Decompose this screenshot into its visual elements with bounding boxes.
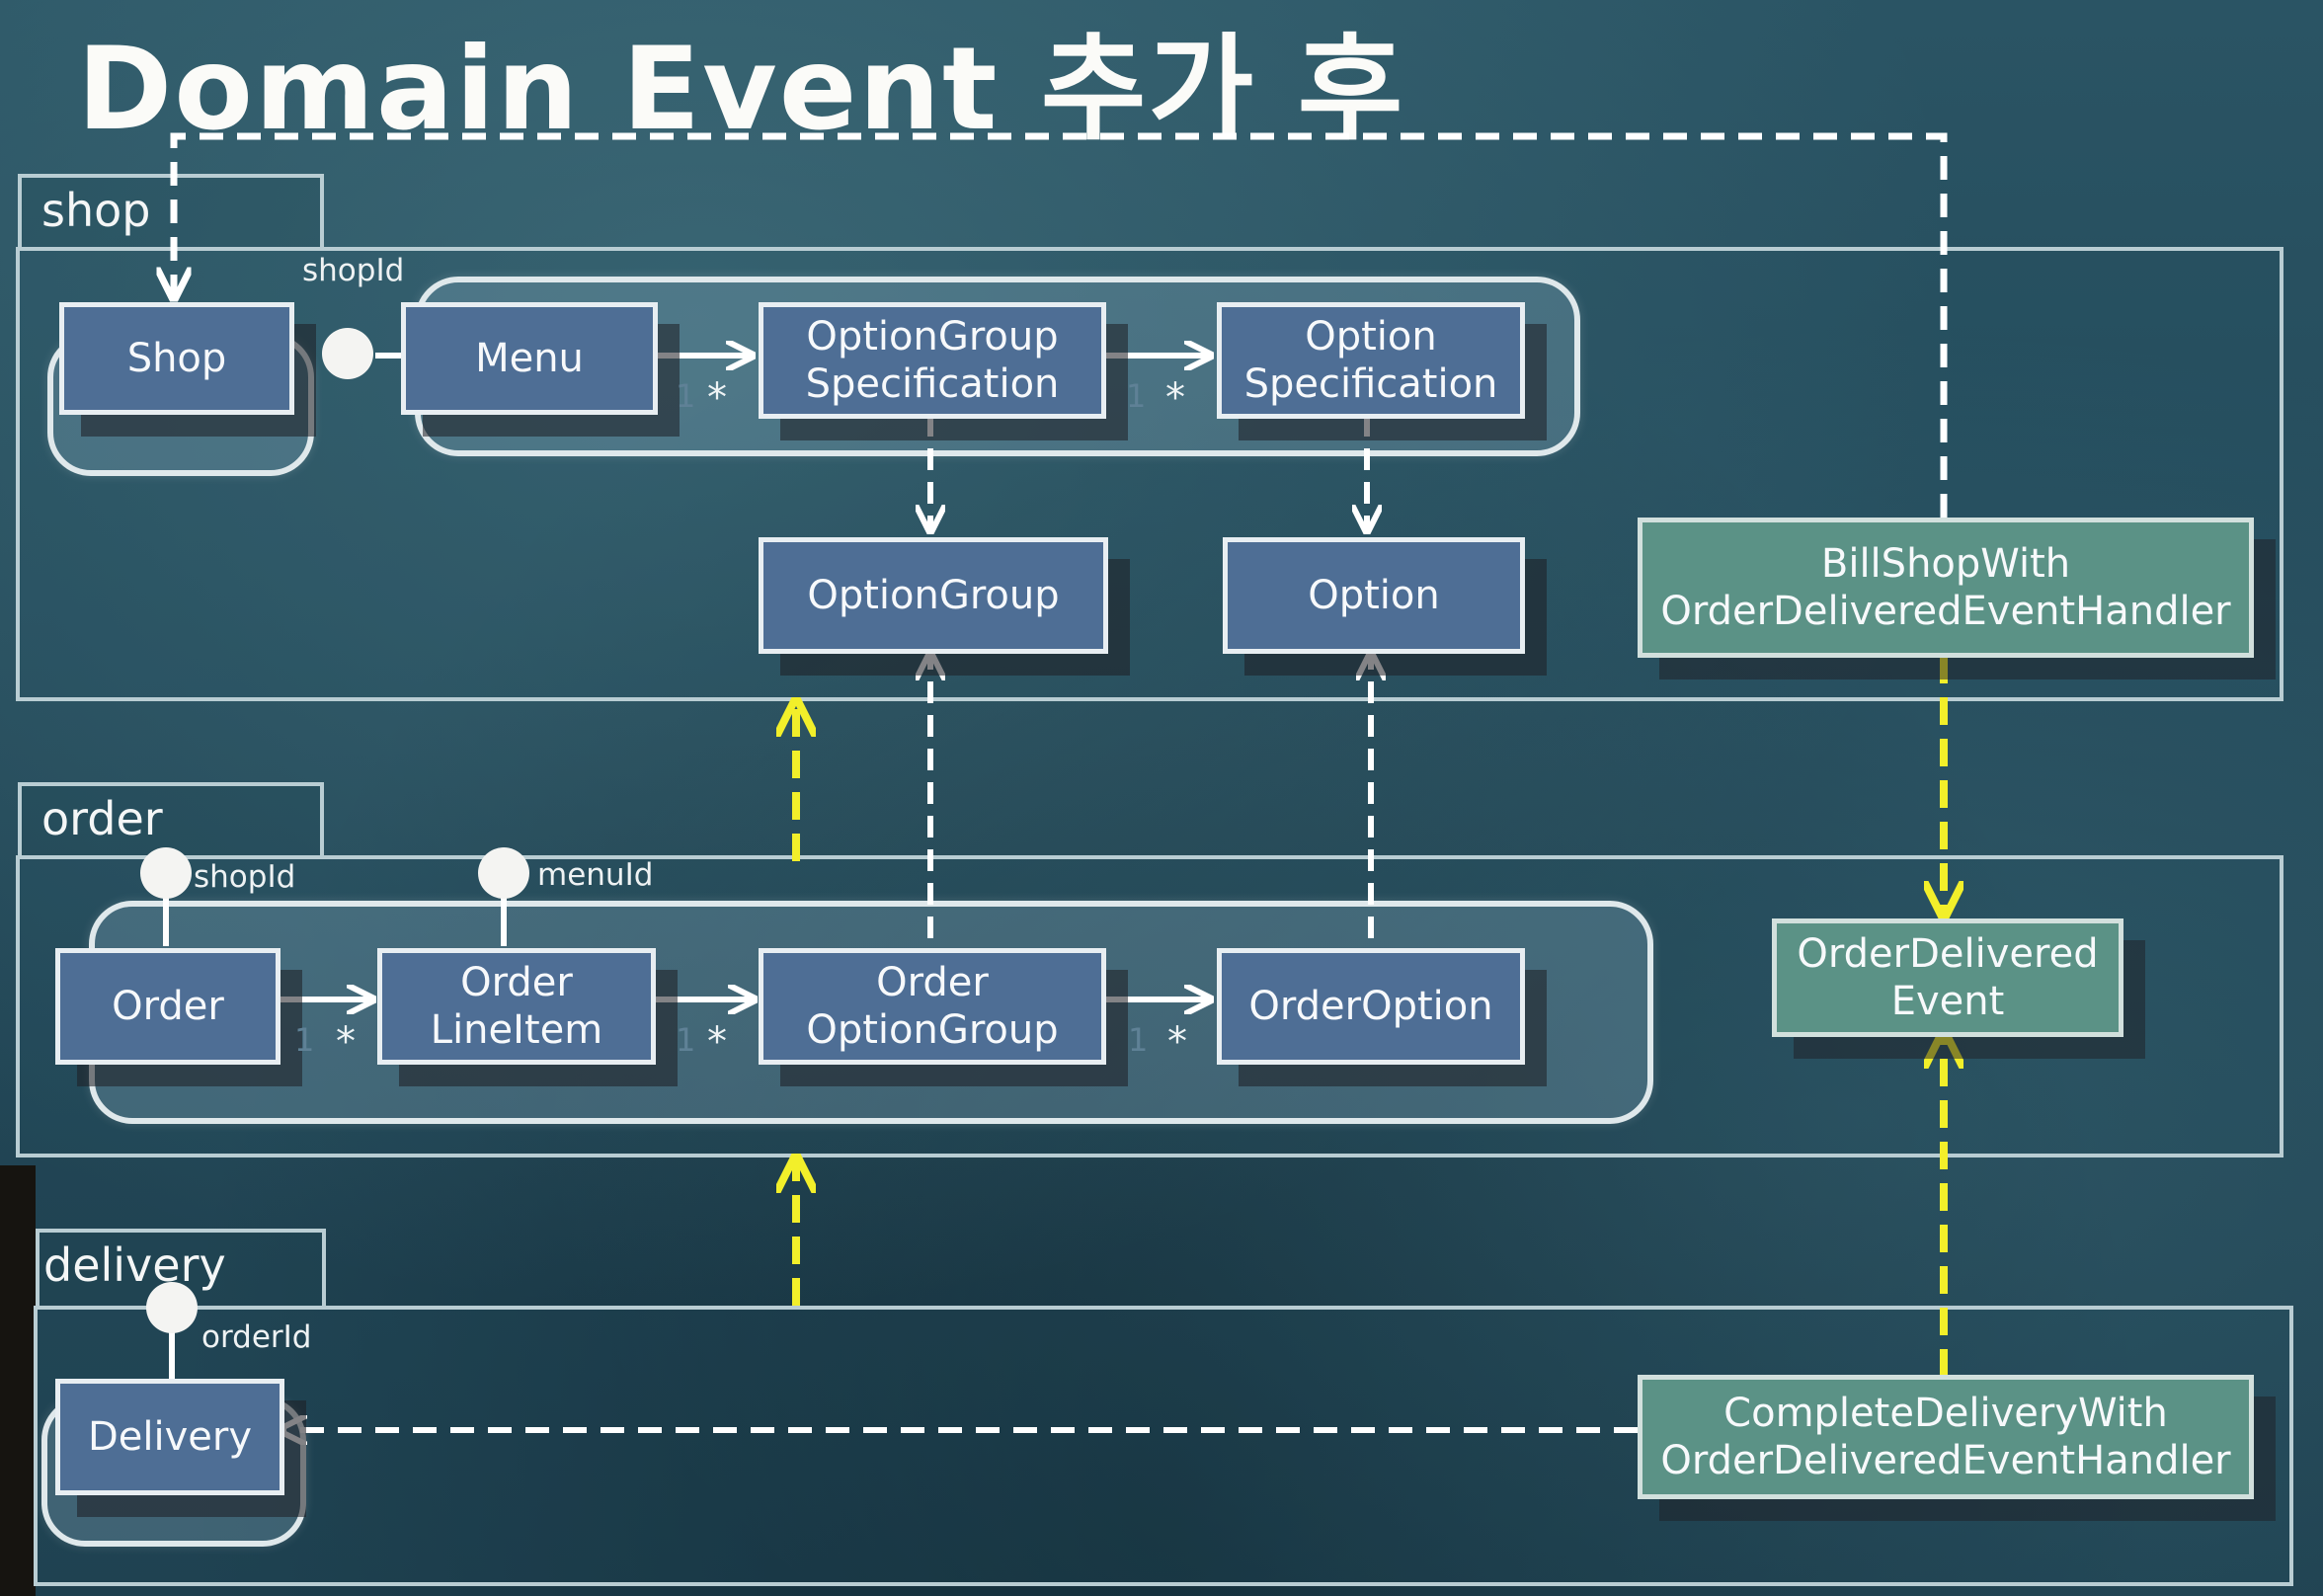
order-multiplicity-one: 1 — [294, 1021, 315, 1059]
option-group-label: OptionGroup — [807, 573, 1060, 618]
option-group-entity: OptionGroup — [759, 537, 1108, 654]
order-option-group-label: Order OptionGroup — [806, 960, 1059, 1053]
menu-entity: Menu — [401, 302, 658, 415]
option-group-multiplicity-one: 1 — [1128, 1021, 1149, 1059]
order-entity-label: Order — [112, 984, 224, 1029]
order-delivered-event: OrderDelivered Event — [1772, 918, 2123, 1037]
order-package-label: order — [41, 792, 163, 845]
line-item-menu-id-reference-dot — [478, 847, 529, 899]
complete-delivery-event-handler: CompleteDeliveryWith OrderDeliveredEvent… — [1638, 1375, 2254, 1499]
bill-shop-event-handler-label: BillShopWith OrderDeliveredEventHandler — [1660, 541, 2231, 634]
delivery-entity: Delivery — [55, 1379, 284, 1495]
delivery-order-id-reference-dot — [146, 1282, 198, 1333]
complete-delivery-event-handler-label: CompleteDeliveryWith OrderDeliveredEvent… — [1660, 1391, 2231, 1483]
order-line-item-label: Order LineItem — [430, 960, 603, 1053]
option-specification-entity: Option Specification — [1217, 302, 1525, 419]
spec-multiplicity-many: * — [1165, 375, 1185, 421]
option-group-multiplicity-many: * — [1167, 1019, 1187, 1065]
order-shop-id-reference-dot — [140, 847, 192, 899]
bill-shop-event-handler: BillShopWith OrderDeliveredEventHandler — [1638, 518, 2254, 658]
option-specification-label: Option Specification — [1243, 314, 1498, 407]
option-label: Option — [1308, 573, 1440, 618]
shop-id-reference-dot — [322, 328, 373, 379]
order-multiplicity-many: * — [336, 1019, 356, 1065]
bill-handler-to-shop-dependency — [174, 132, 1948, 518]
menu-multiplicity-one: 1 — [676, 377, 696, 415]
left-edge-strip — [0, 1165, 36, 1596]
line-item-multiplicity-one: 1 — [676, 1021, 696, 1059]
order-option-group-entity: Order OptionGroup — [759, 948, 1106, 1065]
menu-multiplicity-many: * — [707, 375, 727, 421]
order-package-tab — [18, 782, 324, 859]
shop-entity: Shop — [59, 302, 294, 415]
shop-package-label: shop — [41, 184, 151, 237]
option-entity: Option — [1223, 537, 1525, 654]
delivery-order-id-label: orderId — [201, 1319, 312, 1355]
order-entity: Order — [55, 948, 280, 1065]
menu-entity-label: Menu — [475, 336, 584, 381]
spec-multiplicity-one: 1 — [1126, 377, 1147, 415]
option-group-specification-entity: OptionGroup Specification — [759, 302, 1106, 419]
delivery-package-label: delivery — [43, 1238, 226, 1292]
delivery-entity-label: Delivery — [87, 1414, 253, 1460]
shop-id-label: shopId — [302, 253, 405, 288]
order-shop-id-label: shopId — [194, 859, 296, 895]
line-item-menu-id-label: menuId — [537, 857, 654, 893]
shop-entity-label: Shop — [126, 336, 227, 381]
order-option-label: OrderOption — [1248, 984, 1493, 1029]
line-item-multiplicity-many: * — [707, 1019, 727, 1065]
order-line-item-entity: Order LineItem — [377, 948, 656, 1065]
order-delivered-event-label: OrderDelivered Event — [1797, 931, 2099, 1024]
option-group-specification-label: OptionGroup Specification — [805, 314, 1060, 407]
order-option-entity: OrderOption — [1217, 948, 1525, 1065]
